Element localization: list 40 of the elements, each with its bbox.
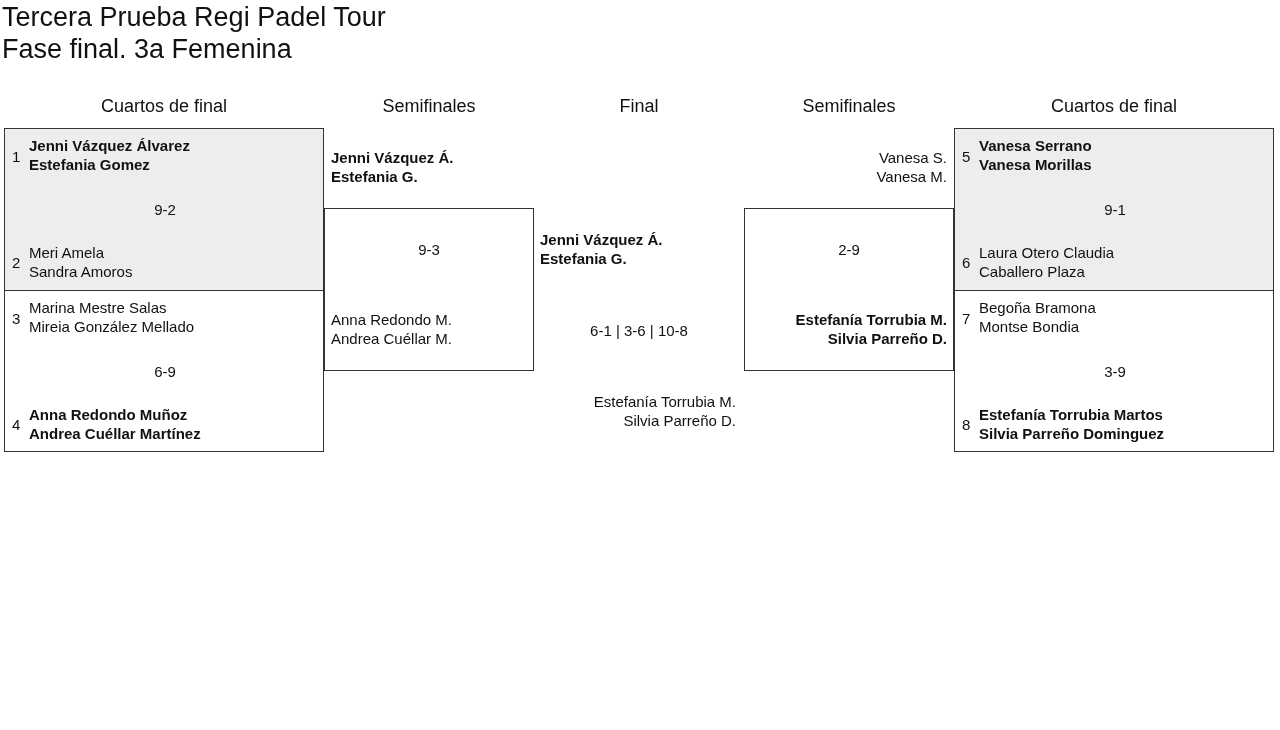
match-score: 3-9 [1103, 362, 1127, 381]
round-heading: Cuartos de final [99, 96, 229, 117]
player-names: Jenni Vázquez Á. Estefania G. [540, 230, 664, 268]
match-score: 6-1 | 3-6 | 10-8 [589, 321, 689, 340]
match-score: 9-2 [153, 200, 177, 219]
seed-number: 4 [12, 415, 21, 434]
player-names: Jenni Vázquez Á. Estefania G. [331, 148, 455, 186]
player-names: Anna Redondo Muñoz Andrea Cuéllar Martínez [29, 405, 202, 443]
match-box [4, 128, 324, 291]
seed-number: 6 [962, 253, 971, 272]
player-names: Vanesa Serrano Vanesa Morillas [979, 136, 1093, 174]
round-heading: Semifinales [381, 96, 477, 117]
seed-number: 5 [962, 147, 971, 166]
match-score: 6-9 [153, 362, 177, 381]
player-names: Estefanía Torrubia M. Silvia Parreño D. [592, 392, 736, 430]
player-names: Vanesa S. Vanesa M. [875, 148, 947, 186]
round-heading: Cuartos de final [1049, 96, 1179, 117]
seed-number: 7 [962, 309, 971, 328]
player-names: Estefanía Torrubia Martos Silvia Parreño Dominguez [979, 405, 1166, 443]
player-names: Jenni Vázquez Álvarez Estefania Gomez [29, 136, 191, 174]
match-score: 2-9 [837, 240, 861, 259]
match-box [954, 128, 1274, 291]
player-names: Estefanía Torrubia M. Silvia Parreño D. [794, 310, 947, 348]
seed-number: 3 [12, 309, 21, 328]
subtitle: Fase final. 3a Femenina [2, 34, 292, 65]
round-heading: Semifinales [801, 96, 897, 117]
seed-number: 1 [12, 147, 21, 166]
match-score: 9-3 [417, 240, 441, 259]
round-heading: Final [618, 96, 660, 117]
title: Tercera Prueba Regi Padel Tour [2, 2, 386, 33]
seed-number: 8 [962, 415, 971, 434]
match-box [954, 290, 1274, 452]
match-box [4, 290, 324, 452]
match-score: 9-1 [1103, 200, 1127, 219]
seed-number: 2 [12, 253, 21, 272]
player-names: Marina Mestre Salas Mireia González Mellado [29, 298, 196, 336]
player-names: Anna Redondo M. Andrea Cuéllar M. [331, 310, 453, 348]
player-names: Meri Amela Sandra Amoros [29, 243, 134, 281]
player-names: Begoña Bramona Montse Bondia [979, 298, 1097, 336]
player-names: Laura Otero Claudia Caballero Plaza [979, 243, 1116, 281]
